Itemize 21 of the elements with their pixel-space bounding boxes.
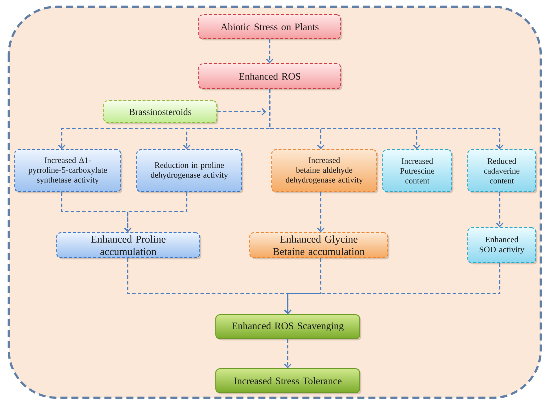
process-box: Enhanced ROS [198,64,343,91]
process-box: Enhanced ROS Scavenging [216,314,362,341]
arrow [317,192,325,233]
arrow [269,89,504,150]
arrow [284,339,292,369]
arrow [217,108,266,116]
arrow [124,192,188,233]
arrow [284,263,501,315]
arrow [496,192,504,228]
process-box: Increased betaine aldehyde dehydrogenase activity [272,150,379,194]
process-box: Reduced cadaverine content [468,150,538,194]
process-box: Increased Δ1-pyrroline-5-carboxylate synthetase activity [14,150,123,194]
process-box: Enhanced Proline accumulation [56,232,202,260]
process-box: Abiotic Stress on Plants [198,14,343,41]
process-box: Brassinosteroids [104,100,219,125]
process-box: Increased Stress Tolerance [216,368,362,395]
process-box: Enhanced SOD activity [468,228,538,265]
process-box: Reduction in proline dehydrogenase activity [136,150,244,194]
process-box: Enhanced Glycine Betaine accumulation [250,232,390,260]
arrow [266,39,274,64]
process-box: Increased Putrescine content [382,150,454,194]
